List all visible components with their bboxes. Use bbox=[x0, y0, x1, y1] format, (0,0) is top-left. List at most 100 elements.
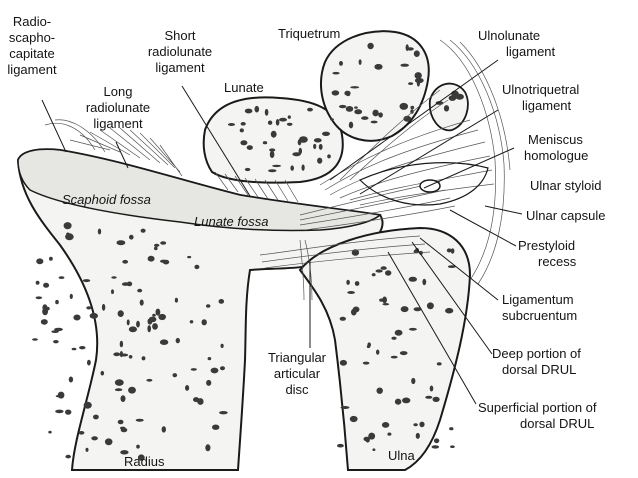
bone-spot bbox=[339, 359, 347, 366]
bone-spot bbox=[415, 432, 420, 439]
bone-spot bbox=[299, 136, 308, 143]
bone-spot bbox=[48, 430, 52, 434]
bone-spot bbox=[43, 282, 50, 288]
bone-spot bbox=[413, 423, 418, 427]
bone-spot bbox=[330, 118, 334, 121]
bone-spot bbox=[391, 336, 397, 340]
bone-spot bbox=[318, 143, 323, 150]
bone-spot bbox=[97, 228, 102, 235]
bone-spot bbox=[53, 340, 59, 344]
bone-spot bbox=[174, 297, 178, 303]
bone-spot bbox=[413, 307, 422, 312]
bone-spot bbox=[358, 59, 362, 65]
bone-spot bbox=[185, 385, 190, 391]
label-deep-portion-dorsal-drul: Deep portion of dorsal DRUL bbox=[492, 346, 581, 377]
bone-spot bbox=[429, 385, 434, 392]
bone-spot bbox=[400, 306, 409, 313]
label-radius: Radius bbox=[124, 454, 165, 469]
bone-spot bbox=[378, 112, 383, 118]
bone-spot bbox=[313, 143, 317, 150]
bone-spot bbox=[154, 246, 158, 251]
bone-spot bbox=[374, 63, 383, 70]
bone-spot bbox=[413, 50, 420, 57]
label-triquetrum: Triquetrum bbox=[278, 26, 341, 41]
label-ulnolunate-ligament: Ulnolunate ligament bbox=[478, 28, 556, 59]
bone-spot bbox=[69, 293, 73, 299]
bone-spot bbox=[117, 419, 124, 425]
bone-spot bbox=[313, 138, 322, 143]
label-ulnar-capsule: Ulnar capsule bbox=[526, 208, 606, 223]
bone-spot bbox=[432, 396, 440, 402]
bone-spot bbox=[100, 370, 105, 376]
bone-spot bbox=[408, 327, 417, 331]
radius-articular-surface bbox=[17, 148, 382, 232]
bone-spot bbox=[348, 121, 354, 129]
bone-spot bbox=[240, 140, 248, 146]
bone-spot bbox=[66, 232, 70, 236]
bone-spot bbox=[220, 366, 225, 371]
bone-spot bbox=[402, 397, 411, 404]
bone-spot bbox=[408, 276, 417, 282]
bone-spot bbox=[279, 117, 287, 122]
label-scaphoid-fossa: Scaphoid fossa bbox=[62, 192, 151, 207]
bone-spot bbox=[372, 109, 379, 117]
bone-spot bbox=[435, 101, 444, 105]
bone-spot bbox=[416, 80, 420, 87]
bone-spot bbox=[301, 164, 305, 171]
bone-spot bbox=[119, 351, 123, 358]
bone-spot bbox=[290, 165, 295, 171]
bone-spot bbox=[73, 314, 81, 321]
bone-spot bbox=[410, 105, 415, 110]
bone-spot bbox=[140, 228, 146, 233]
bone-spot bbox=[206, 304, 211, 308]
bone-spot bbox=[371, 273, 376, 277]
bone-spot bbox=[244, 167, 251, 172]
bone-spot bbox=[340, 406, 350, 409]
bone-spot bbox=[376, 349, 380, 355]
bone-spot bbox=[135, 418, 144, 422]
bone-spot bbox=[114, 388, 123, 392]
ulna-bone bbox=[298, 226, 472, 471]
bone-spot bbox=[268, 169, 277, 173]
bone-spot bbox=[450, 248, 455, 254]
meniscus-homologue-band bbox=[358, 162, 489, 206]
bone-spot bbox=[436, 362, 442, 366]
bone-spot bbox=[362, 361, 370, 365]
bone-spot bbox=[49, 256, 53, 261]
bone-spot bbox=[57, 391, 65, 399]
bone-spot bbox=[366, 345, 371, 349]
bone-spot bbox=[137, 288, 143, 293]
leader-lines bbox=[41, 59, 523, 405]
bone-spot bbox=[264, 108, 269, 116]
bone-spot bbox=[121, 282, 130, 286]
bone-spot bbox=[201, 319, 207, 326]
bone-spot bbox=[137, 454, 145, 461]
bone-spot bbox=[147, 255, 155, 262]
bone-spot bbox=[354, 106, 358, 109]
bone-spot bbox=[244, 108, 253, 114]
bone-spot bbox=[346, 93, 351, 97]
bone-spot bbox=[414, 247, 420, 254]
bone-spot bbox=[71, 347, 77, 351]
bone-spot bbox=[425, 395, 433, 399]
bone-spot bbox=[55, 409, 64, 414]
bone-spot bbox=[146, 378, 153, 382]
bone-spot bbox=[35, 280, 40, 285]
bone-spot bbox=[63, 222, 72, 230]
bone-spot bbox=[272, 164, 281, 168]
bone-spot bbox=[381, 422, 390, 428]
bone-spot bbox=[159, 339, 169, 346]
bone-spot bbox=[141, 356, 146, 361]
bone-spot bbox=[128, 355, 133, 359]
label-long-radiolunate-ligament: Long radiolunate ligament bbox=[85, 84, 151, 131]
bone-spot bbox=[160, 241, 167, 245]
bone-spot bbox=[411, 377, 416, 385]
bone-spot bbox=[361, 116, 369, 120]
bone-spot bbox=[372, 448, 376, 452]
bone-spot bbox=[136, 320, 140, 328]
bone-spot bbox=[349, 415, 358, 423]
bone-spot bbox=[65, 233, 74, 241]
label-radioscaphocapitate-ligament: Radio- scapho- capitate ligament bbox=[7, 14, 57, 77]
label-short-radiolunate-ligament: Short radiolunate ligament bbox=[147, 28, 213, 75]
